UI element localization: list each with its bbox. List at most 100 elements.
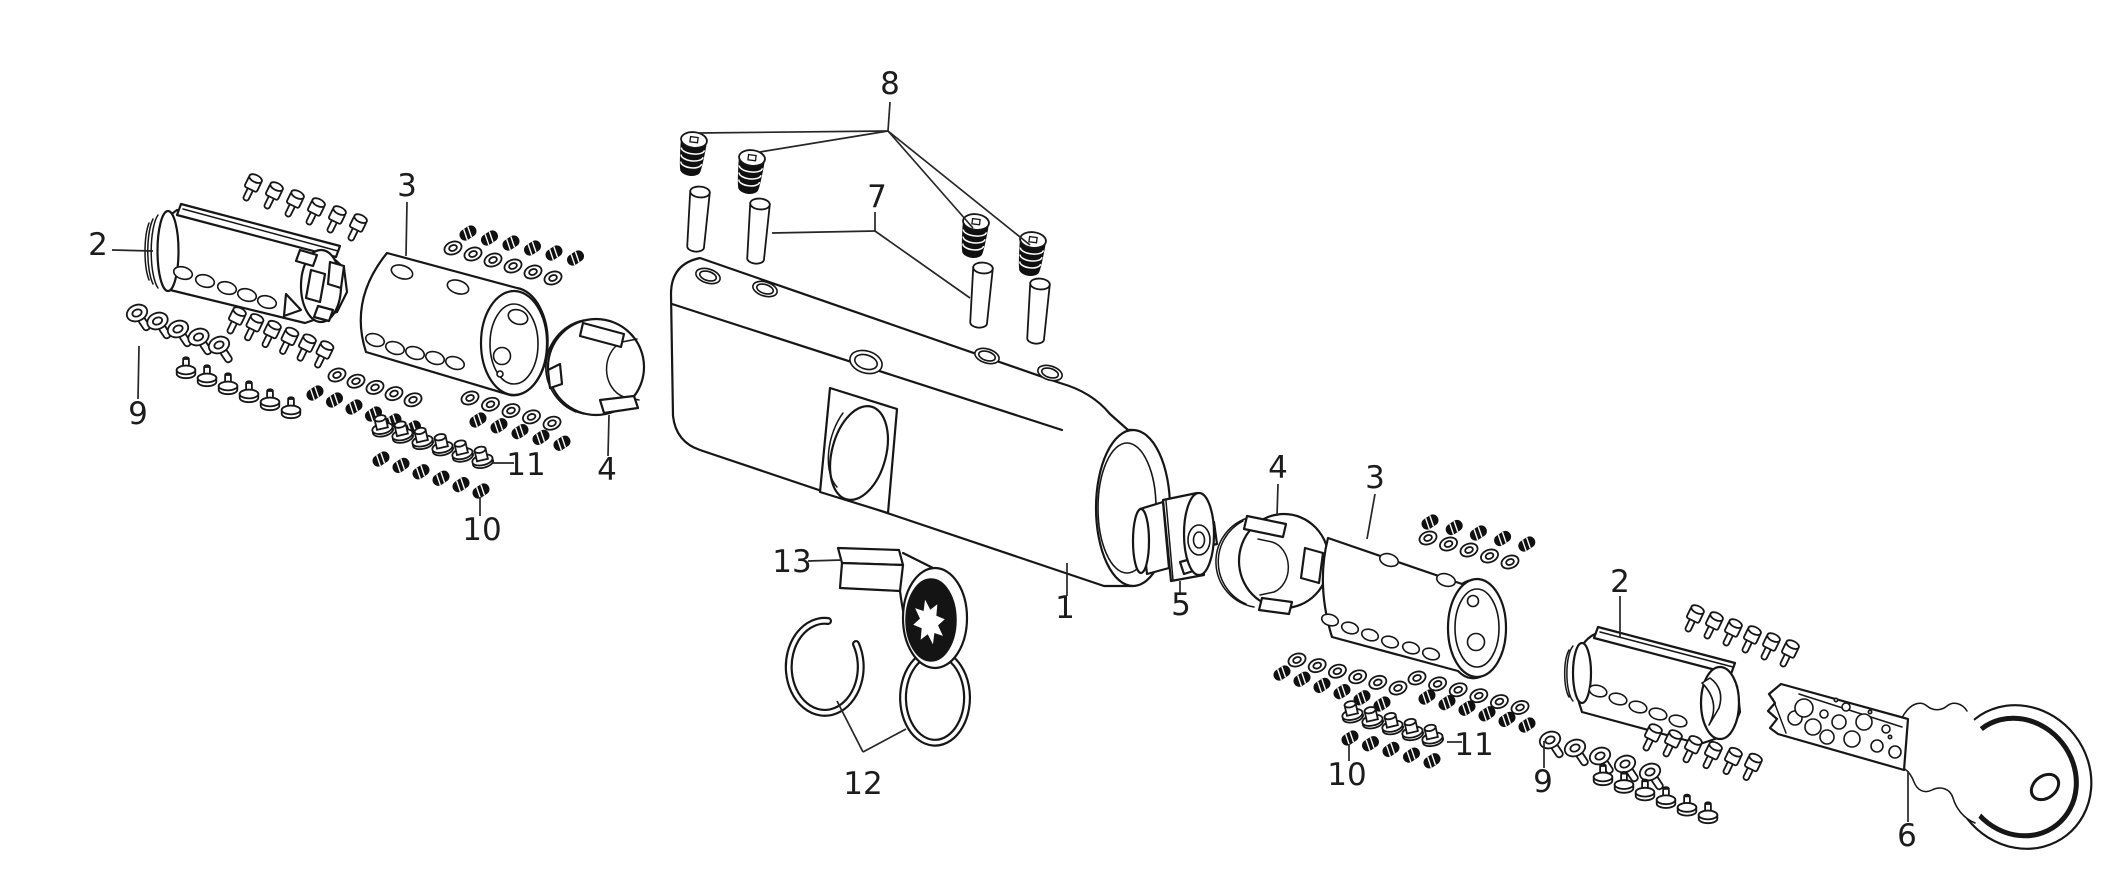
part-label-10-right: 10 (1327, 757, 1366, 793)
hw-ring (401, 390, 425, 410)
part-5-cam-nut (1131, 491, 1219, 583)
part-label-13: 13 (772, 544, 811, 580)
hw-spring (410, 461, 432, 482)
hw-sockscrew (123, 300, 152, 333)
part-label-4-right: 4 (1268, 450, 1288, 486)
hw-spring (1515, 533, 1538, 555)
hw-spring (530, 427, 552, 448)
leader-line-8 (697, 130, 889, 134)
leader-line-3-left (405, 201, 408, 257)
hw-sockscrew (1536, 727, 1565, 760)
hw-sockscrew (205, 332, 234, 365)
hw-mushpin (1756, 630, 1783, 664)
part-13-tailpiece-socket (836, 546, 969, 670)
part-6-key (1766, 682, 2093, 850)
leader-line-9-left (137, 345, 140, 400)
key-dimples (1787, 697, 1902, 759)
hw-spring (1359, 733, 1382, 754)
hw-ring (458, 388, 482, 408)
hw-ring (363, 377, 387, 398)
hw-mushpin (1775, 637, 1802, 671)
leader-line-7 (874, 230, 971, 299)
hw-pin (1024, 276, 1052, 346)
hw-spring (488, 415, 510, 436)
threaded-holes-top (695, 267, 1063, 382)
part-label-7: 7 (867, 179, 887, 215)
leader-line-3-right (1366, 493, 1376, 540)
shell-right-pin-holes (1320, 613, 1441, 661)
leader-line-8 (887, 101, 891, 132)
plug-right-pin-holes (1588, 684, 1688, 728)
hw-standscrew (1676, 793, 1698, 817)
hw-standscrew (259, 388, 281, 412)
hw-ring (499, 400, 523, 421)
hw-spring (343, 396, 365, 418)
hw-spring (370, 448, 392, 470)
hw-spring (521, 237, 544, 259)
hw-spring (1443, 517, 1466, 538)
leader-lines (111, 101, 1909, 822)
part-label-11-left: 11 (506, 447, 545, 483)
hw-mushpin (238, 171, 265, 205)
hw-spring (470, 480, 492, 502)
hw-spring (430, 468, 452, 489)
leader-line-2-left (111, 249, 154, 252)
hw-ring (479, 394, 502, 415)
hw-ring (1326, 661, 1349, 681)
hw-spring (1516, 714, 1538, 736)
part-2-plug-right (1563, 625, 1742, 746)
part-label-2-left: 2 (88, 227, 108, 263)
part-1-housing-body (669, 256, 1172, 588)
hw-standscrew (1634, 778, 1656, 802)
hw-ring (1346, 667, 1369, 687)
hw-tophat (468, 443, 496, 471)
leader-line-12 (862, 728, 907, 753)
hw-pin (684, 184, 712, 254)
part-label-6: 6 (1897, 818, 1917, 854)
part-4-cam-right (1215, 512, 1331, 616)
hw-ring (1386, 678, 1410, 698)
hw-spring (467, 409, 489, 431)
leader-line-8 (759, 130, 889, 153)
hw-tophat (448, 437, 476, 465)
leader-line-4-left (607, 414, 610, 457)
hw-ring (461, 244, 485, 264)
part-label-10-left: 10 (462, 512, 501, 548)
hw-ring (1457, 540, 1481, 560)
part-3-shell-left (359, 251, 549, 397)
hw-spring (1331, 681, 1353, 702)
hw-pin (967, 260, 995, 330)
hw-mushpin (322, 203, 349, 237)
hw-spring (304, 382, 326, 404)
hw-sockscrew (1561, 735, 1590, 768)
hw-mushpin (1737, 623, 1764, 657)
hw-ring (521, 262, 545, 282)
hw-spring (1339, 727, 1361, 749)
hw-spring (564, 247, 587, 269)
hw-ring (481, 250, 505, 270)
hw-ring (1498, 552, 1522, 572)
hw-spring (551, 433, 573, 454)
hw-ring (1437, 534, 1460, 554)
hw-ring (1416, 528, 1440, 548)
hw-spring (1421, 750, 1443, 771)
leader-line-13 (807, 559, 843, 562)
hw-mushpin (1680, 602, 1707, 636)
hw-sockscrew (164, 316, 193, 349)
hw-ring (540, 413, 564, 433)
hw-setscrew (957, 211, 991, 260)
part-label-4-left: 4 (597, 452, 617, 488)
hw-ring (382, 383, 406, 404)
hw-ring (344, 371, 368, 391)
hw-mushpin (343, 211, 370, 245)
part-label-9-right: 9 (1533, 764, 1553, 800)
part-label-9-left: 9 (128, 396, 148, 432)
part-3-shell-right (1320, 536, 1508, 680)
hw-pin (744, 196, 772, 266)
plug-left-pin-holes (172, 265, 278, 310)
hw-standscrew (217, 372, 239, 396)
hw-spring (478, 227, 501, 249)
hw-standscrew (1697, 801, 1719, 825)
